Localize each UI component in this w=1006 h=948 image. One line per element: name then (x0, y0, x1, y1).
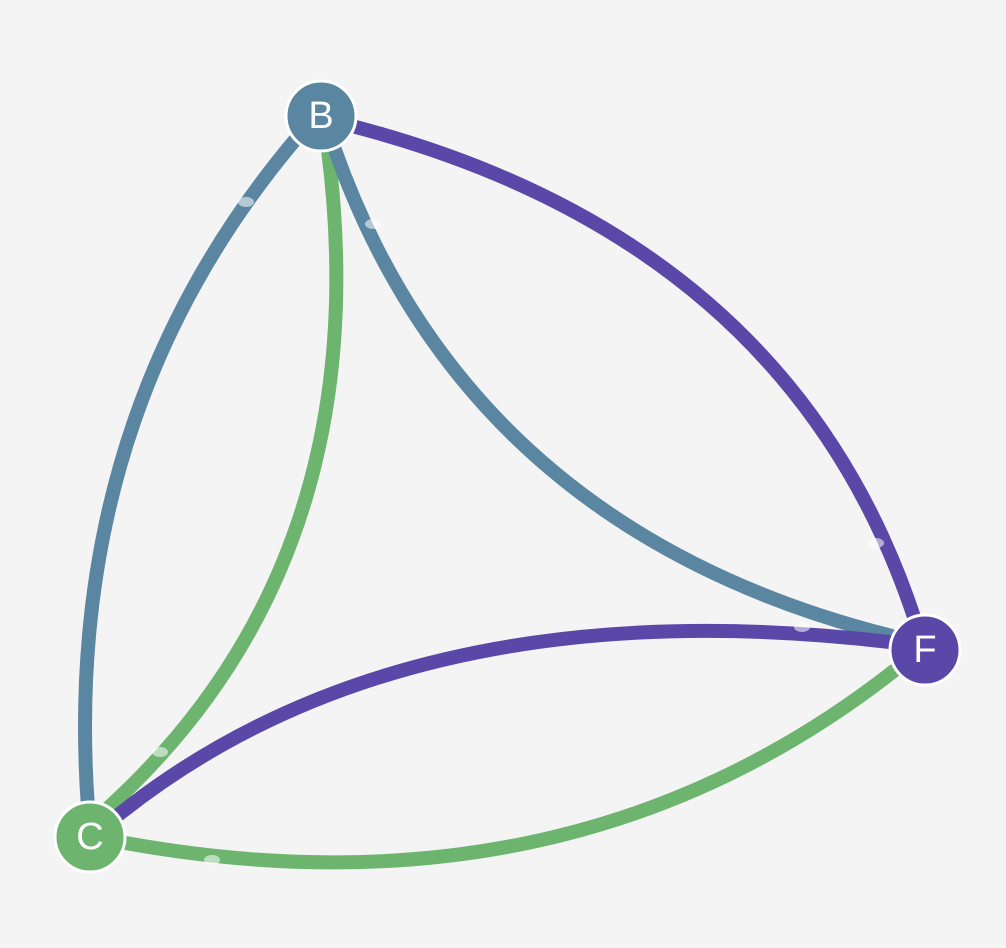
edge-b-f-purple (345, 119, 922, 627)
glint-highlight (204, 855, 220, 865)
glint-highlight (868, 538, 884, 548)
node-c-circle[interactable] (53, 800, 127, 874)
glint-highlight (238, 197, 254, 207)
edge-c-f-green (113, 663, 902, 870)
node-f[interactable]: F (888, 613, 962, 687)
edges-layer (78, 119, 922, 870)
node-b-label: B (308, 95, 333, 137)
glint-highlight (152, 747, 168, 757)
edge-b-f-blue (328, 143, 899, 643)
edge-b-c-blue (78, 133, 302, 815)
glint-highlight (365, 219, 381, 229)
edge-c-f-purple (105, 623, 897, 827)
edge-b-c-green (101, 143, 344, 815)
node-f-label: F (913, 629, 936, 671)
node-b[interactable]: B (284, 79, 358, 153)
glint-highlight (794, 622, 810, 632)
edge-glints (152, 197, 884, 865)
nodes-layer: B F C (53, 79, 962, 874)
node-f-circle[interactable] (888, 613, 962, 687)
node-c-label: C (76, 816, 103, 858)
node-b-circle[interactable] (284, 79, 358, 153)
node-c[interactable]: C (53, 800, 127, 874)
